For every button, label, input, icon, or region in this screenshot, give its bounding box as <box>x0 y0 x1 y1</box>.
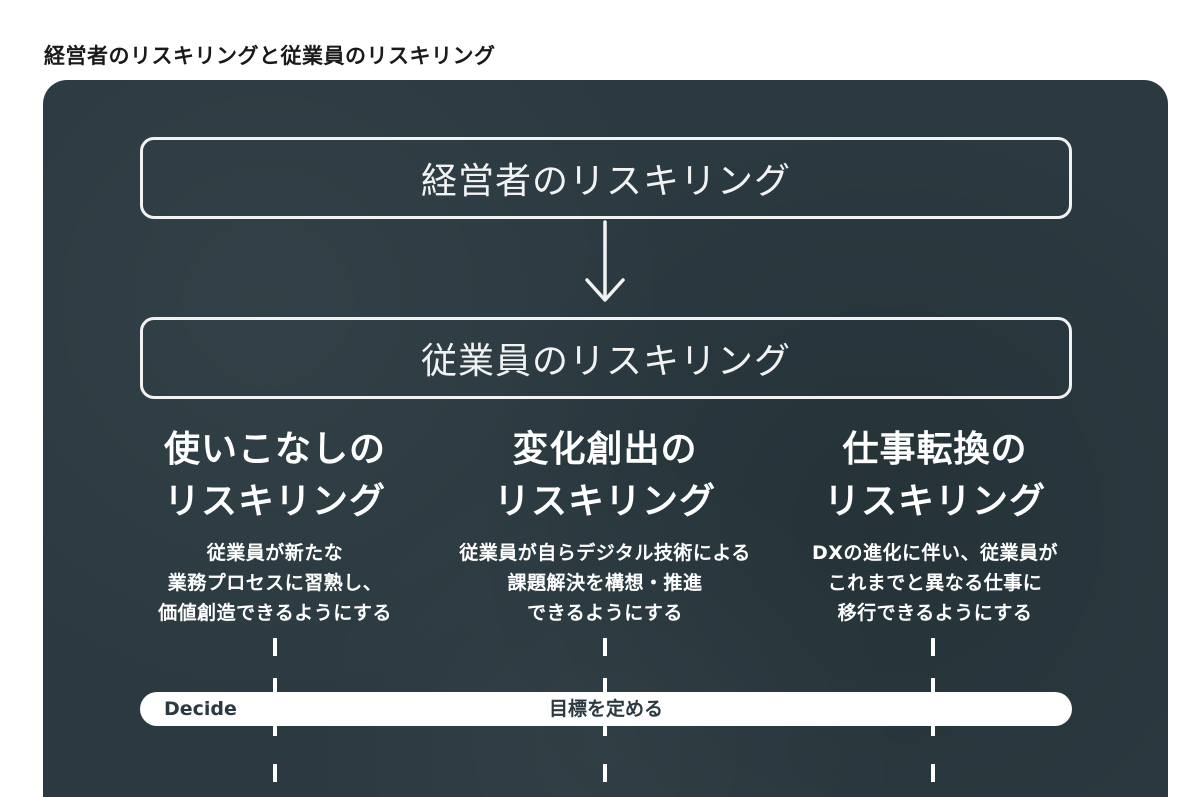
connector-dash <box>931 638 935 656</box>
executive-reskilling-box: 経営者のリスキリング <box>140 137 1072 219</box>
column-title: 仕事転換の リスキリング <box>823 429 1046 522</box>
connector-dash <box>931 726 935 736</box>
page-title: 経営者のリスキリングと従業員のリスキリング <box>44 44 496 68</box>
connector-dash <box>603 764 607 782</box>
employee-reskilling-label: 従業員のリスキリング <box>420 341 791 382</box>
column-description: 従業員が新たな 業務プロセスに習熟し、 価値創造できるようにする <box>158 542 392 624</box>
employee-reskilling-box: 従業員のリスキリング <box>140 317 1072 399</box>
column-job-transition-reskilling: 仕事転換の リスキリング DXの進化に伴い、従業員が これまでと異なる仕事に 移… <box>770 424 1100 628</box>
column-description: DXの進化に伴い、従業員が これまでと異なる仕事に 移行できるようにする <box>812 542 1058 624</box>
down-arrow-icon <box>585 220 625 302</box>
connector-dash <box>603 638 607 656</box>
column-description: 従業員が自らデジタル技術による 課題解決を構想・推進 できるようにする <box>459 542 751 624</box>
connector-dash <box>931 678 935 696</box>
column-change-creation-reskilling: 変化創出の リスキリング 従業員が自らデジタル技術による 課題解決を構想・推進 … <box>440 424 770 628</box>
connector-dash <box>603 726 607 736</box>
connector-dash <box>931 764 935 782</box>
column-title: 変化創出の リスキリング <box>493 429 716 522</box>
connector-dash <box>603 678 607 696</box>
decide-goal-text: 目標を定める <box>548 698 663 720</box>
connector-dash <box>273 638 277 656</box>
decide-label: Decide <box>164 698 237 720</box>
executive-reskilling-label: 経営者のリスキリング <box>420 161 791 202</box>
decide-bar: Decide 目標を定める <box>140 692 1072 726</box>
column-usage-reskilling: 使いこなしの リスキリング 従業員が新たな 業務プロセスに習熟し、 価値創造でき… <box>110 424 440 628</box>
column-title: 使いこなしの リスキリング <box>163 429 386 522</box>
diagram-board: 経営者のリスキリング 従業員のリスキリング 使いこなしの リスキリング 従業員が… <box>43 80 1168 797</box>
connector-dash <box>273 726 277 736</box>
connector-dash <box>273 678 277 696</box>
connector-dash <box>273 764 277 782</box>
